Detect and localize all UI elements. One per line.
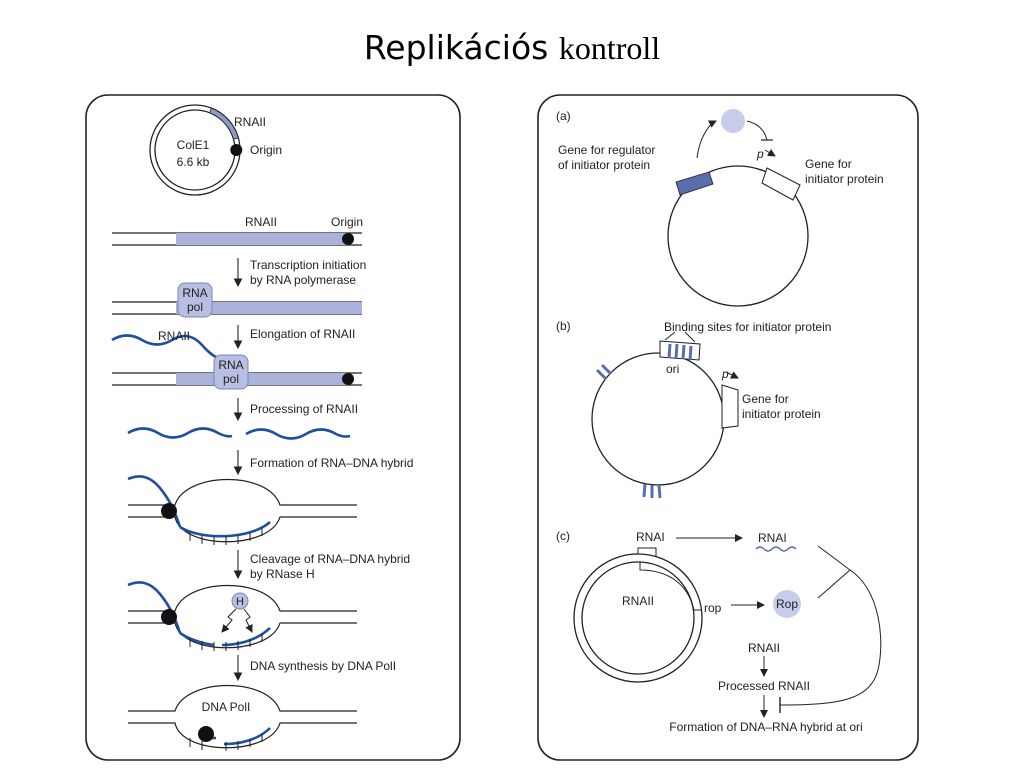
rop-gene-label: rop: [704, 601, 722, 615]
step-5-line-1: Cleavage of RNA–DNA hybrid: [250, 552, 410, 566]
rnai-wave: [755, 546, 797, 552]
step-1-line-1: Transcription initiation: [250, 258, 366, 272]
initiator-gene-b-line-1: Gene for: [742, 392, 789, 406]
rnai-gene-label: RNAI: [636, 530, 665, 544]
title-part-1: Replikációs: [363, 28, 549, 67]
rnapol-1-line-1: RNA: [182, 286, 207, 300]
title-part-2: kontroll: [558, 30, 661, 66]
hybrid-bubble-2: H: [127, 581, 357, 651]
hybrid-bubble-1: [127, 475, 357, 545]
rnase-h-enzyme: [231, 592, 249, 610]
step-3-label: Processing of RNAII: [250, 402, 358, 416]
initiator-gene-block-b: [721, 384, 739, 429]
plasmid-rnaii-label: RNAII: [234, 115, 266, 129]
strip-origin-label: Origin: [331, 215, 363, 229]
plasmid-name: ColE1: [177, 138, 210, 152]
binding-sites-label: Binding sites for initiator protein: [664, 320, 831, 334]
plasmid-size: 6.6 kb: [177, 155, 210, 169]
step-4-label: Formation of RNA–DNA hybrid: [250, 456, 413, 470]
plasmid-rnaii-band: [209, 107, 239, 140]
step-6-label: DNA synthesis by DNA PolI: [250, 659, 396, 673]
rnaii-step-label: RNAII: [748, 641, 780, 655]
synthesis-bubble: DNA PolI: [128, 684, 357, 751]
initiator-gene-block-a: [761, 167, 801, 201]
regulator-gene-line-1: Gene for regulator: [558, 143, 655, 157]
rnapol-2-line-1: RNA: [218, 358, 243, 372]
rna-polymerase-1: [177, 282, 213, 318]
regulator-gene-block: [675, 171, 714, 196]
processed-rna-right: [245, 428, 351, 440]
page-title: Replikációs kontroll: [0, 28, 1024, 67]
initiator-gene-a-line-1: Gene for: [805, 157, 852, 171]
rna-tail-1: [111, 334, 219, 360]
rop-protein: [773, 590, 801, 618]
dnapol-label: DNA PolI: [202, 700, 251, 714]
ori-binding-block: [659, 340, 701, 361]
ori-label: ori: [666, 362, 679, 376]
strip-rnaii-label: RNAII: [245, 215, 277, 229]
regulator-gene-line-2: of initiator protein: [558, 158, 650, 172]
dna-strip-3: RNA pol RNAII: [111, 329, 362, 390]
regulator-protein: [721, 109, 745, 133]
panel-b: (b) Binding sites for initiator protein …: [556, 319, 831, 499]
panel-b-tag: (b): [556, 319, 571, 333]
rna-tail-label: RNAII: [158, 329, 190, 343]
dna-strip-2: RNA pol: [112, 282, 362, 318]
promoter-b: p: [721, 367, 729, 381]
formation-label: Formation of DNA–RNA hybrid at ori: [669, 720, 862, 734]
plasmid-cole1: ColE1 6.6 kb RNAII Origin: [149, 104, 282, 196]
plasmid-origin-label: Origin: [250, 143, 282, 157]
panel-a-tag: (a): [556, 109, 571, 123]
rna-polymerase-2: [213, 354, 249, 390]
left-panel: [85, 94, 461, 761]
step-1-line-2: by RNA polymerase: [250, 273, 356, 287]
promoter-a: p: [756, 147, 764, 161]
plasmid-origin-dot: [230, 144, 243, 156]
panel-c-tag: (c): [556, 529, 570, 543]
processed-rna-left: [127, 427, 233, 439]
initiator-gene-b-line-2: initiator protein: [742, 407, 821, 421]
rnapol-1-line-2: pol: [187, 300, 203, 314]
step-2-label: Elongation of RNAII: [250, 327, 355, 341]
rnaii-plasmid-label: RNAII: [622, 594, 654, 608]
step-5-line-2: by RNase H: [250, 567, 315, 581]
rnai-product-label: RNAI: [758, 531, 787, 545]
rnapol-2-line-2: pol: [223, 372, 239, 386]
dna-strip-1: RNAII Origin: [112, 215, 363, 246]
rnase-h-label: H: [236, 596, 244, 608]
rop-protein-label: Rop: [776, 597, 798, 611]
processed-rnaii-label: Processed RNAII: [718, 679, 810, 693]
panel-a: (a) p Gene for regulator of initiator pr…: [556, 109, 884, 307]
initiator-gene-a-line-2: initiator protein: [805, 172, 884, 186]
panel-c: (c) RNAI RNAII rop RNAI Rop RNAII Proces…: [556, 529, 882, 734]
